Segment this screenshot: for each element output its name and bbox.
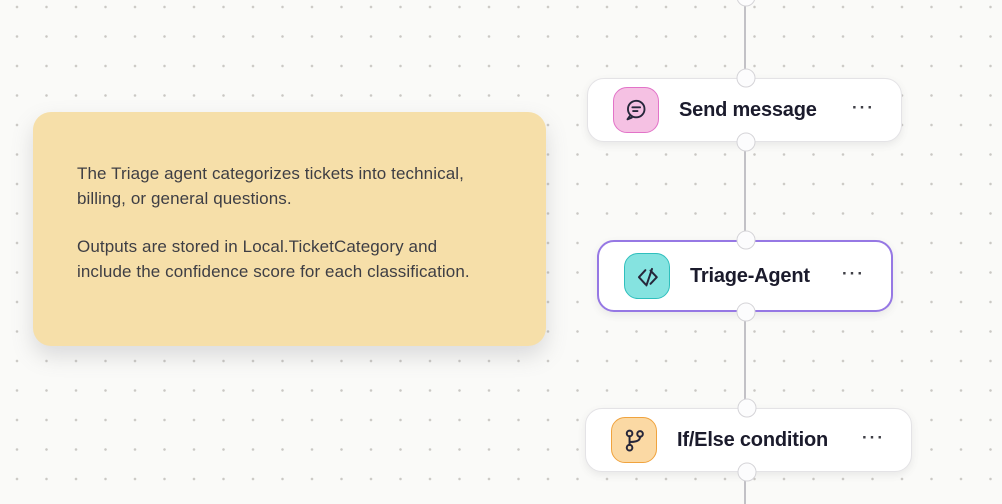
note-paragraph: Outputs are stored in Local.TicketCatego…: [77, 237, 470, 281]
note-paragraph: The Triage agent categorizes tickets int…: [77, 164, 464, 208]
node-label: If/Else condition: [677, 428, 829, 451]
more-options-button[interactable]: ···: [862, 425, 885, 456]
node-label: Triage-Agent: [690, 264, 810, 287]
node-send-message[interactable]: Send message ···: [587, 78, 902, 142]
connection-point[interactable]: [736, 68, 756, 88]
connection-point[interactable]: [736, 230, 756, 250]
connection-point[interactable]: [736, 132, 756, 152]
node-if-else-condition[interactable]: If/Else condition ···: [585, 408, 912, 472]
connection-point[interactable]: [736, 302, 756, 322]
annotation-note[interactable]: The Triage agent categorizes tickets int…: [33, 112, 546, 346]
more-options-button[interactable]: ···: [852, 95, 875, 126]
branch-icon: [611, 417, 657, 463]
connection-point[interactable]: [736, 0, 756, 7]
more-options-button[interactable]: ···: [842, 261, 865, 292]
node-label: Send message: [679, 98, 817, 121]
connection-point[interactable]: [737, 398, 757, 418]
connection-point[interactable]: [737, 462, 757, 482]
chat-message-icon: [613, 87, 659, 133]
agent-code-icon: [624, 253, 670, 299]
node-triage-agent[interactable]: Triage-Agent ···: [597, 240, 893, 312]
